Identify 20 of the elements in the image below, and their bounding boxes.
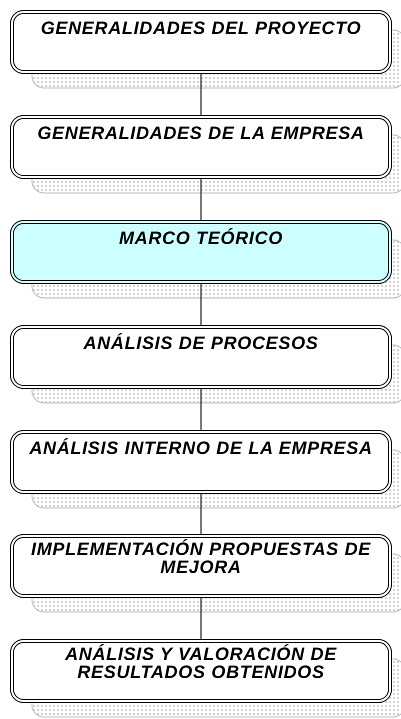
process-box	[10, 325, 392, 389]
connector-line	[200, 179, 202, 220]
connector-line	[200, 598, 202, 639]
connector-line	[200, 389, 202, 430]
process-box	[10, 639, 392, 703]
box-title: ANÁLISIS INTERNO DE LA EMPRESA	[28, 439, 374, 458]
box-title: MARCO TEÓRICO	[118, 229, 284, 248]
box-title: IMPLEMENTACIÓN PROPUESTAS DE MEJORA	[30, 540, 372, 576]
box-title: GENERALIDADES DE LA EMPRESA	[36, 124, 366, 143]
process-box	[10, 534, 392, 598]
box-title: GENERALIDADES DEL PROYECTO	[40, 19, 362, 38]
box-title: ANÁLISIS Y VALORACIÓN DE RESULTADOS OBTENIDOS	[64, 645, 338, 681]
process-box	[10, 10, 392, 74]
process-box	[10, 430, 392, 494]
process-box	[10, 220, 392, 284]
box-title: ANÁLISIS DE PROCESOS	[82, 334, 320, 353]
process-box	[10, 115, 392, 179]
connector-line	[200, 74, 202, 115]
connector-line	[200, 494, 202, 534]
connector-line	[200, 284, 202, 325]
